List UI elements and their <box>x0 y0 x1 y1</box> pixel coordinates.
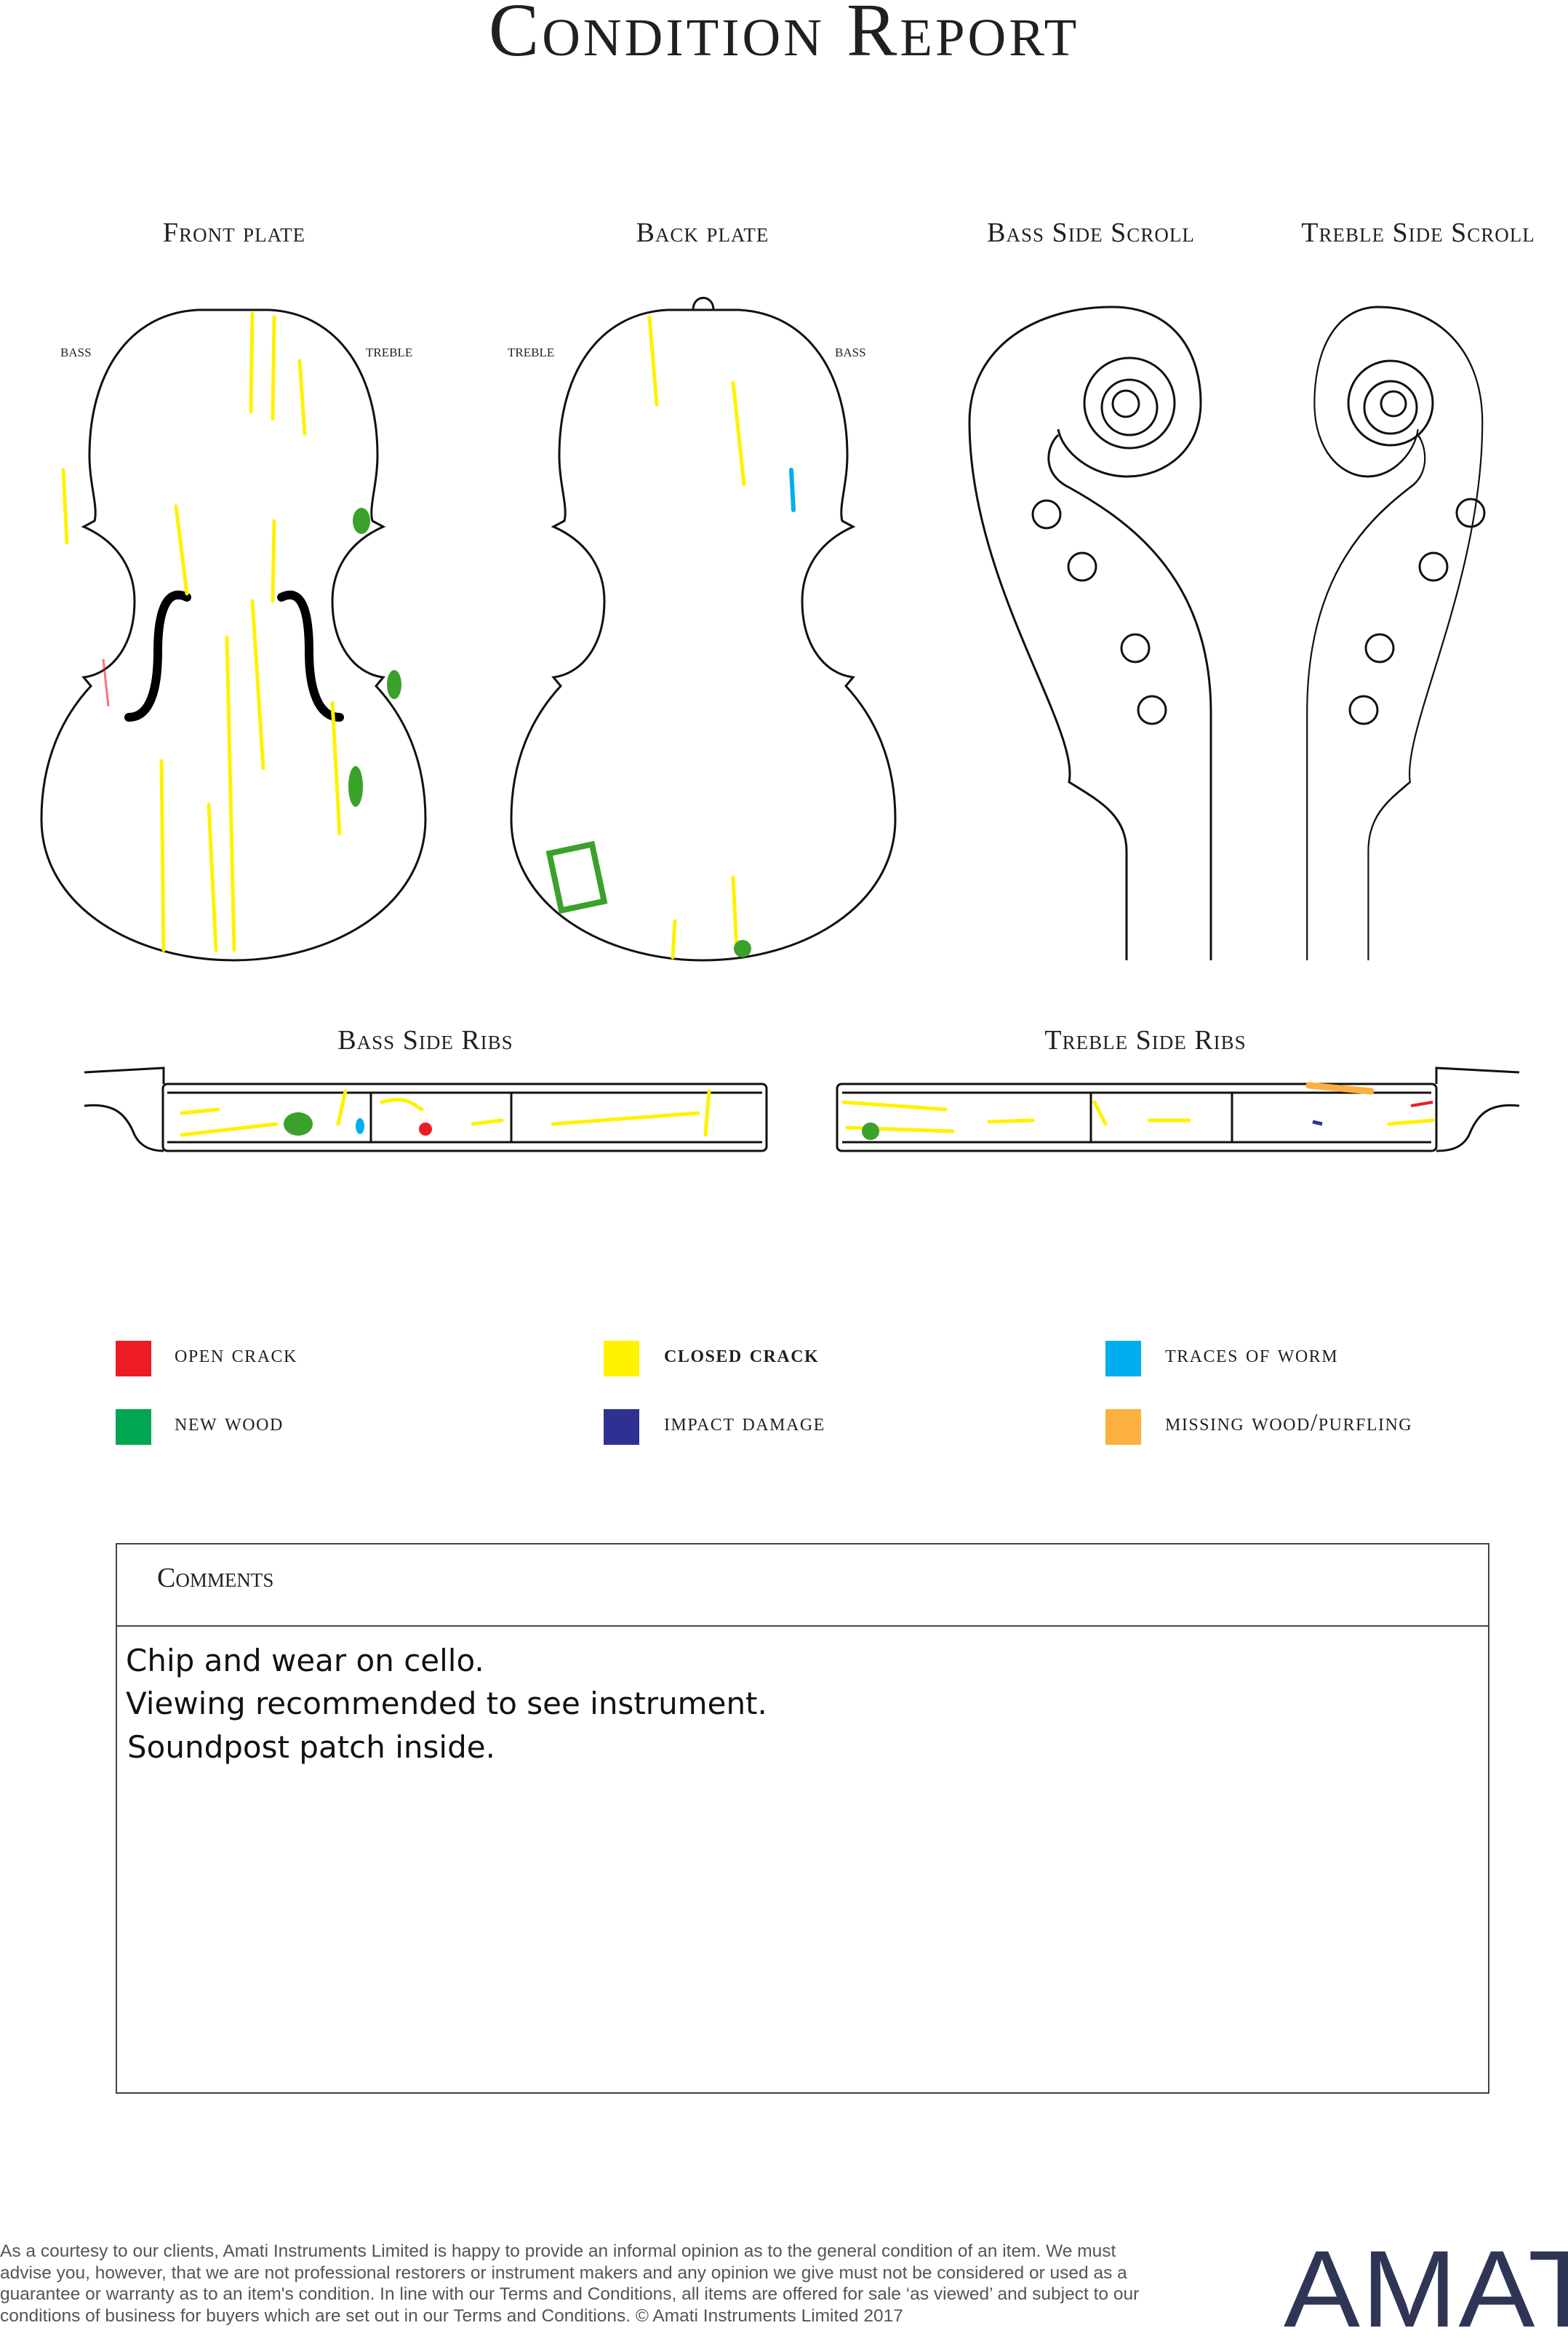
disclaimer-text: As a courtesy to our clients, Amati Inst… <box>0 2241 1140 2326</box>
page-title: Condition Report <box>488 0 1080 72</box>
treble-side-scroll-label: Treble Side Scroll <box>1301 218 1535 248</box>
treble-ribs-diagram <box>836 1067 1520 1152</box>
front-plate-label: Front plate <box>162 218 306 248</box>
amati-logo: AMATI <box>1284 2228 1568 2350</box>
comments-title: Comments <box>157 1563 274 1593</box>
front-plate-diagram <box>40 308 427 962</box>
legend-traces-of-worm: TRACES OF WORM <box>1165 1341 1339 1368</box>
comment-line: Viewing recommended to see instrument. <box>126 1686 767 1721</box>
treble-side-ribs-label: Treble Side Ribs <box>1044 1025 1247 1056</box>
bass-side-scroll-label: Bass Side Scroll <box>987 218 1195 248</box>
missing-wood-swatch <box>1105 1409 1141 1445</box>
bass-ribs-diagram <box>84 1067 768 1152</box>
comments-header: Comments <box>117 1544 1488 1627</box>
legend-missing-wood: MISSING WOOD/PURFLING <box>1165 1409 1413 1436</box>
front-bass-label: BASS <box>60 342 92 361</box>
new-wood-mark <box>387 670 401 699</box>
f-hole-treble <box>277 590 344 722</box>
legend-closed-crack: CLOSED CRACK <box>664 1341 820 1368</box>
legend-impact-damage: IMPACT DAMAGE <box>664 1409 825 1436</box>
f-hole-bass <box>124 590 191 722</box>
legend-open-crack: OPEN CRACK <box>175 1341 297 1368</box>
treble-scroll-diagram <box>1306 306 1486 960</box>
new-wood-mark <box>353 508 370 534</box>
comments-box: Comments Chip and wear on cello. Viewing… <box>116 1543 1489 2094</box>
open-crack-mark <box>102 658 110 707</box>
comment-line: Soundpost patch inside. <box>127 1729 495 1765</box>
closed-crack-swatch <box>604 1341 639 1376</box>
traces-of-worm-swatch <box>1105 1341 1141 1376</box>
instrument-diagrams <box>40 297 1520 1152</box>
new-wood-mark <box>545 840 608 914</box>
new-wood-mark <box>734 940 751 957</box>
bass-scroll-diagram <box>968 306 1212 960</box>
front-treble-label: TREBLE <box>366 342 413 361</box>
back-bass-label: BASS <box>835 342 866 361</box>
bass-side-ribs-label: Bass Side Ribs <box>337 1025 513 1056</box>
back-plate-label: Back plate <box>636 218 769 248</box>
new-wood-mark <box>348 766 363 807</box>
back-treble-label: TREBLE <box>508 342 555 361</box>
back-plate-diagram <box>510 297 897 962</box>
back-damage-marks <box>647 315 746 960</box>
new-wood-swatch <box>116 1409 151 1445</box>
legend-new-wood: NEW WOOD <box>175 1409 284 1436</box>
button <box>692 297 715 311</box>
worm-mark <box>789 468 796 512</box>
front-damage-marks <box>61 311 342 952</box>
impact-damage-swatch <box>604 1409 639 1445</box>
open-crack-swatch <box>116 1341 151 1376</box>
comment-line: Chip and wear on cello. <box>126 1643 484 1678</box>
